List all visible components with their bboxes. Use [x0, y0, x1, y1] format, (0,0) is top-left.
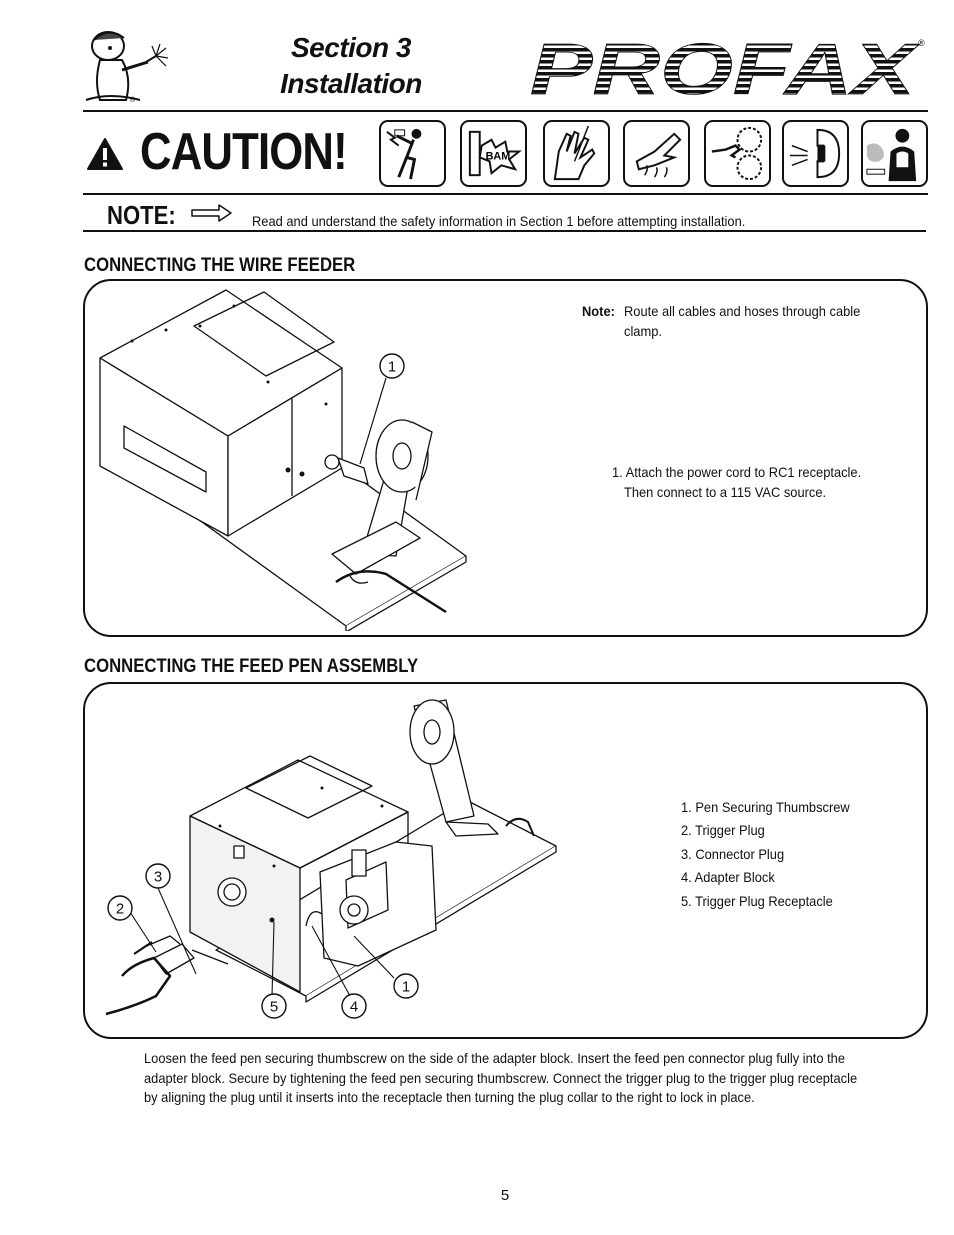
moving-parts-hazard-icon	[704, 120, 771, 187]
caution-heading: CAUTION!	[140, 123, 348, 181]
feed-pen-callout-3	[145, 863, 171, 889]
note-text: Read and understand the safety informati…	[252, 213, 746, 229]
brand-registered-mark: ®	[918, 38, 925, 48]
feed-pen-callout-5-label: 5	[270, 999, 278, 1016]
feed-pen-illustration: 3 2 5 4 1	[105, 699, 557, 1019]
note-rule	[83, 230, 926, 232]
list-item: 3. Connector Plug	[681, 845, 785, 862]
explosion-hazard-icon: BAM	[460, 120, 527, 187]
feed-pen-callout-5	[261, 993, 287, 1019]
list-item: 2. Trigger Plug	[681, 822, 765, 839]
feed-pen-callout-2	[107, 895, 133, 921]
note-label: NOTE:	[107, 200, 176, 230]
feed-pen-callout-2-label: 2	[116, 901, 124, 918]
section-number: Section 3	[291, 32, 411, 63]
wire-feeder-note-text: Route all cables and hoses through cable…	[624, 303, 861, 339]
eye-protection-icon	[782, 120, 849, 187]
mascot-logo: ®	[80, 22, 176, 108]
feed-pen-callout-4	[341, 993, 367, 1019]
wire-feeder-step-line-2: Then connect to a 115 VAC source.	[623, 484, 827, 500]
header-rule	[83, 110, 928, 112]
list-item: 4. Adapter Block	[681, 869, 775, 886]
feed-pen-instructions: Loosen the feed pen securing thumbscrew …	[144, 1050, 858, 1105]
feed-pen-heading: CONNECTING THE FEED PEN ASSEMBLY	[84, 656, 419, 677]
section-name: Installation	[280, 68, 422, 99]
wire-feeder-callout-1-label: 1	[388, 359, 396, 376]
wire-feeder-callout-1	[379, 353, 405, 379]
mascot-registered-mark: ®	[130, 96, 136, 104]
wire-feeder-panel	[83, 279, 928, 637]
wire-feeder-note-label: Note:	[582, 303, 615, 319]
right-arrow-icon	[191, 203, 233, 223]
page-number: 5	[500, 1187, 510, 1204]
list-item: 1. Pen Securing Thumbscrew	[681, 799, 850, 815]
list-item: 5. Trigger Plug Receptacle	[681, 892, 833, 909]
feed-pen-callout-1	[393, 973, 419, 999]
wire-feeder-illustration: 1	[99, 289, 467, 631]
section-title: Section 3 Installation	[246, 30, 456, 102]
brand-wordmark: PROFAX	[530, 36, 920, 100]
electric-shock-icon	[379, 120, 446, 187]
cut-hand-hazard-icon	[543, 120, 610, 187]
svg-text:BAM: BAM	[486, 150, 511, 162]
wire-feeder-step-1: 1. Attach the power cord to RC1 receptac…	[612, 462, 888, 502]
feed-pen-callout-3-label: 3	[154, 869, 162, 886]
wire-feeder-heading: CONNECTING THE WIRE FEEDER	[84, 255, 356, 276]
feed-pen-parts-list: 1. Pen Securing Thumbscrew 2. Trigger Pl…	[681, 796, 850, 913]
fumes-hazard-icon	[861, 120, 928, 187]
caution-rule	[83, 193, 928, 195]
wire-feeder-step-line-1: 1. Attach the power cord to RC1 receptac…	[612, 464, 862, 480]
feed-pen-callout-4-label: 4	[350, 999, 358, 1016]
burn-hand-hazard-icon	[623, 120, 690, 187]
feed-pen-callout-1-label: 1	[402, 979, 410, 996]
brand-logo: PROFAX ®	[530, 30, 930, 111]
warning-triangle-icon	[86, 137, 124, 171]
